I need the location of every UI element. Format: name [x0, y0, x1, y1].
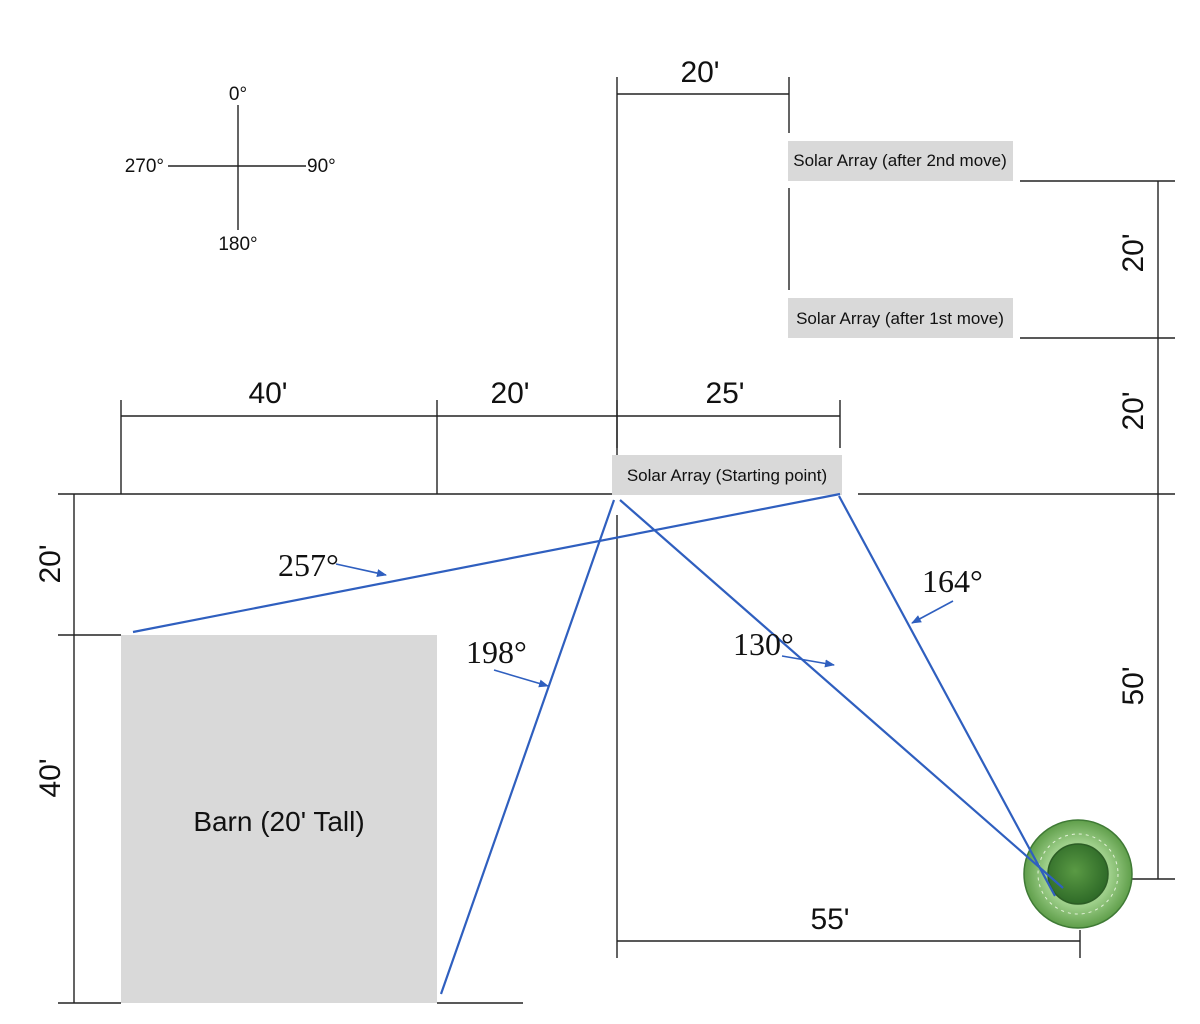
- dim-move2-rise: 20': [1117, 233, 1150, 272]
- barn: [121, 635, 437, 1003]
- sight-lines: [132, 492, 1064, 995]
- dim-array-to-tree-horizontal: 55': [810, 903, 849, 936]
- dim-barn-to-array: 20': [490, 377, 529, 410]
- angle-164-pointer: [911, 600, 954, 624]
- dim-barn-width: 40': [248, 377, 287, 410]
- dim-top-offset: 20': [680, 56, 719, 89]
- ray-198: [439, 499, 616, 995]
- compass-west-label: 270°: [125, 156, 164, 177]
- angle-257-pointer: [335, 563, 387, 577]
- compass-east-label: 90°: [307, 156, 336, 177]
- ray-164: [838, 495, 1056, 897]
- dimension-lines: [73, 93, 1159, 1003]
- angle-198-label: 198°: [466, 634, 527, 670]
- ray-257: [132, 492, 841, 634]
- solar-array-move1: [788, 298, 1013, 338]
- solar-array-start: [612, 455, 842, 495]
- dim-barn-depth: 40': [34, 758, 67, 797]
- reference-lines: [58, 77, 1175, 1004]
- solar-array-move2-label: Solar Array (after 2nd move): [793, 151, 1007, 170]
- compass-south-label: 180°: [218, 234, 257, 255]
- ray-130: [619, 499, 1064, 889]
- compass-north-label: 0°: [229, 84, 247, 105]
- solar-array-start-label: Solar Array (Starting point): [627, 466, 827, 485]
- dim-array-to-tree-vertical: 50': [1117, 666, 1150, 705]
- tree-icon: [1023, 819, 1133, 929]
- solar-array-move1-label: Solar Array (after 1st move): [796, 309, 1004, 328]
- dim-array-width: 25': [705, 377, 744, 410]
- angle-198-pointer: [493, 669, 549, 688]
- angle-164-label: 164°: [922, 563, 983, 599]
- solar-array-move2: [788, 141, 1013, 181]
- dim-array-to-barn-vertical: 20': [34, 544, 67, 583]
- barn-label: Barn (20' Tall): [193, 806, 364, 837]
- compass-rose: 0° 90° 180° 270°: [125, 84, 336, 255]
- angle-257-label: 257°: [278, 547, 339, 583]
- angle-130-pointer: [781, 655, 835, 668]
- dim-move1-rise: 20': [1117, 391, 1150, 430]
